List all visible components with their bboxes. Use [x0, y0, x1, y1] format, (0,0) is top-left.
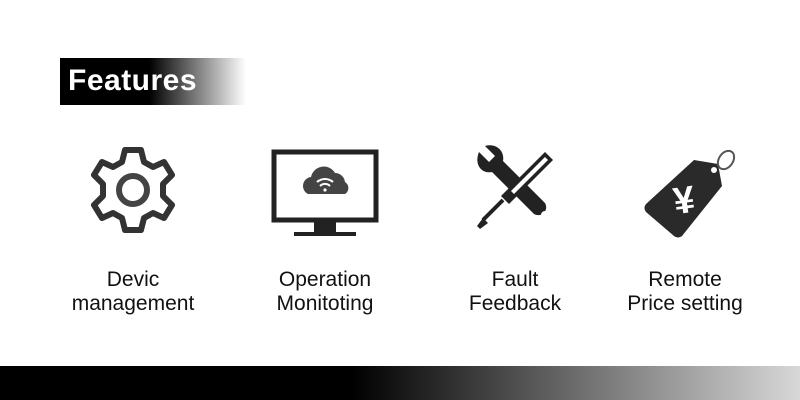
label-line2: Feedback: [468, 292, 562, 315]
label-line2: management: [71, 292, 195, 315]
features-title: Features: [68, 64, 198, 97]
feature-operation-monitoring: [235, 140, 415, 240]
monitor-cloud-icon: [271, 149, 379, 236]
footer-gradient-bar: [0, 366, 800, 400]
wrench-screwdriver-icon: [477, 145, 553, 229]
label-line1: Fault: [491, 268, 539, 291]
gear-icon: [91, 147, 175, 233]
features-header: Features: [60, 58, 246, 105]
label-line1: Operation: [278, 268, 372, 291]
feature-device-management: [43, 140, 223, 240]
feature-remote-price-setting: ¥: [597, 140, 777, 240]
label-line1: Remote: [648, 268, 722, 291]
label-line1: Devic: [106, 268, 160, 291]
feature-fault-feedback: [425, 140, 605, 240]
price-tag-yen-icon: ¥: [644, 149, 736, 238]
label-line2: Price setting: [627, 292, 743, 315]
label-line2: Monitoting: [276, 292, 374, 315]
